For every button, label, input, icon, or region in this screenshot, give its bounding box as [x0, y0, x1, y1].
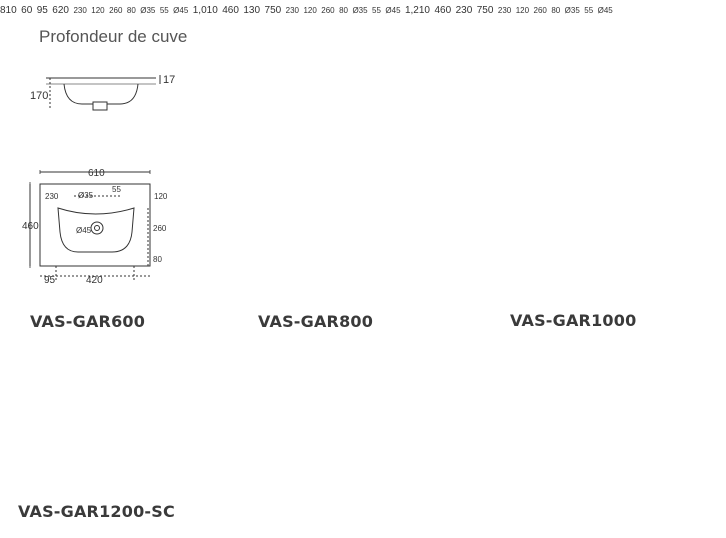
gar600-countertop: [39, 183, 151, 267]
gar600-55-label: 55: [112, 185, 121, 194]
gar1200-width-label: 1,210: [404, 5, 430, 16]
gar600-d35-label: Ø35: [78, 191, 94, 200]
profile-thickness-label: 17: [163, 74, 175, 86]
gar800-d35-label: Ø35: [140, 6, 156, 15]
gar600-left-label: 95: [44, 275, 56, 286]
profile-bowl: [63, 83, 139, 105]
gar1000-basin-label: 750: [264, 5, 282, 16]
drawing-gar600: 610 460 95 420 230 120 260 80 Ø35 55 Ø45: [22, 168, 168, 286]
gar800-d45-label: Ø45: [173, 6, 189, 15]
gar600-d45-label: Ø45: [76, 226, 92, 235]
model-name-gar1000: VAS-GAR1000: [510, 311, 637, 330]
profile-drain: [92, 101, 108, 111]
gar1000-depth-label: 460: [222, 5, 239, 16]
profile-height-label: 170: [30, 90, 48, 102]
gar800-230-label: 230: [73, 6, 87, 15]
gar1000-55-label: 55: [372, 6, 381, 15]
section-heading: Profondeur de cuve: [39, 27, 188, 46]
gar1000-d35-label: Ø35: [352, 6, 368, 15]
gar1200-basin-label: 750: [476, 5, 494, 16]
gar1000-120-label: 120: [303, 6, 317, 15]
gar800-55-label: 55: [159, 6, 169, 15]
gar800-basin-label: 620: [52, 5, 69, 16]
drawing-gar800: 810 60 95 620 230 120 260 80 Ø35 55 Ø45: [0, 0, 193, 17]
gar800-width-label: 810: [0, 5, 17, 16]
gar800-80-label: 80: [126, 6, 136, 15]
gar800-left-label: 95: [36, 5, 48, 16]
gar1200-55-label: 55: [584, 6, 594, 15]
gar600-drain: [90, 221, 104, 235]
gar600-80-label: 80: [153, 255, 162, 264]
gar1000-d45-label: Ø45: [385, 6, 401, 15]
gar800-120-label: 120: [91, 6, 105, 15]
gar1200-260-label: 260: [533, 6, 547, 15]
model-name-gar800: VAS-GAR800: [258, 312, 374, 331]
gar800-depth-label: 60: [21, 5, 33, 16]
gar1000-left-label: 130: [243, 5, 261, 16]
gar1200-depth-label: 460: [434, 5, 452, 16]
gar600-basin: [57, 207, 135, 253]
gar1200-d45-label: Ø45: [597, 6, 613, 15]
gar600-120-label: 120: [154, 192, 168, 201]
gar600-depth-label: 460: [22, 221, 39, 232]
model-name-gar1200: VAS-GAR1200-SC: [18, 502, 175, 521]
gar800-260-label: 260: [109, 6, 123, 15]
gar600-width-label: 610: [88, 168, 105, 179]
gar600-basin-label: 420: [86, 275, 103, 286]
gar1000-width-label: 1,010: [192, 5, 218, 16]
gar1200-120-label: 120: [515, 6, 530, 15]
drawing-gar1200: 1,210 460 230 750 230 120 260 80 Ø35 55 …: [405, 0, 613, 17]
drawing-gar1000: 1,010 460 130 750 230 120 260 80 Ø35 55 …: [193, 0, 405, 17]
gar1200-d35-label: Ø35: [564, 6, 580, 15]
gar600-drain-inner: [94, 225, 100, 231]
gar1200-left-label: 230: [455, 5, 473, 16]
gar1200-230-label: 230: [497, 6, 512, 15]
gar600-230-label: 230: [45, 192, 59, 201]
gar1000-230-label: 230: [285, 6, 300, 15]
model-name-gar600: VAS-GAR600: [30, 312, 146, 331]
gar1200-80-label: 80: [551, 6, 561, 15]
gar1000-260-label: 260: [321, 6, 335, 15]
depth-profile: [46, 75, 161, 111]
gar600-260-label: 260: [153, 224, 167, 233]
gar1000-80-label: 80: [339, 6, 348, 15]
